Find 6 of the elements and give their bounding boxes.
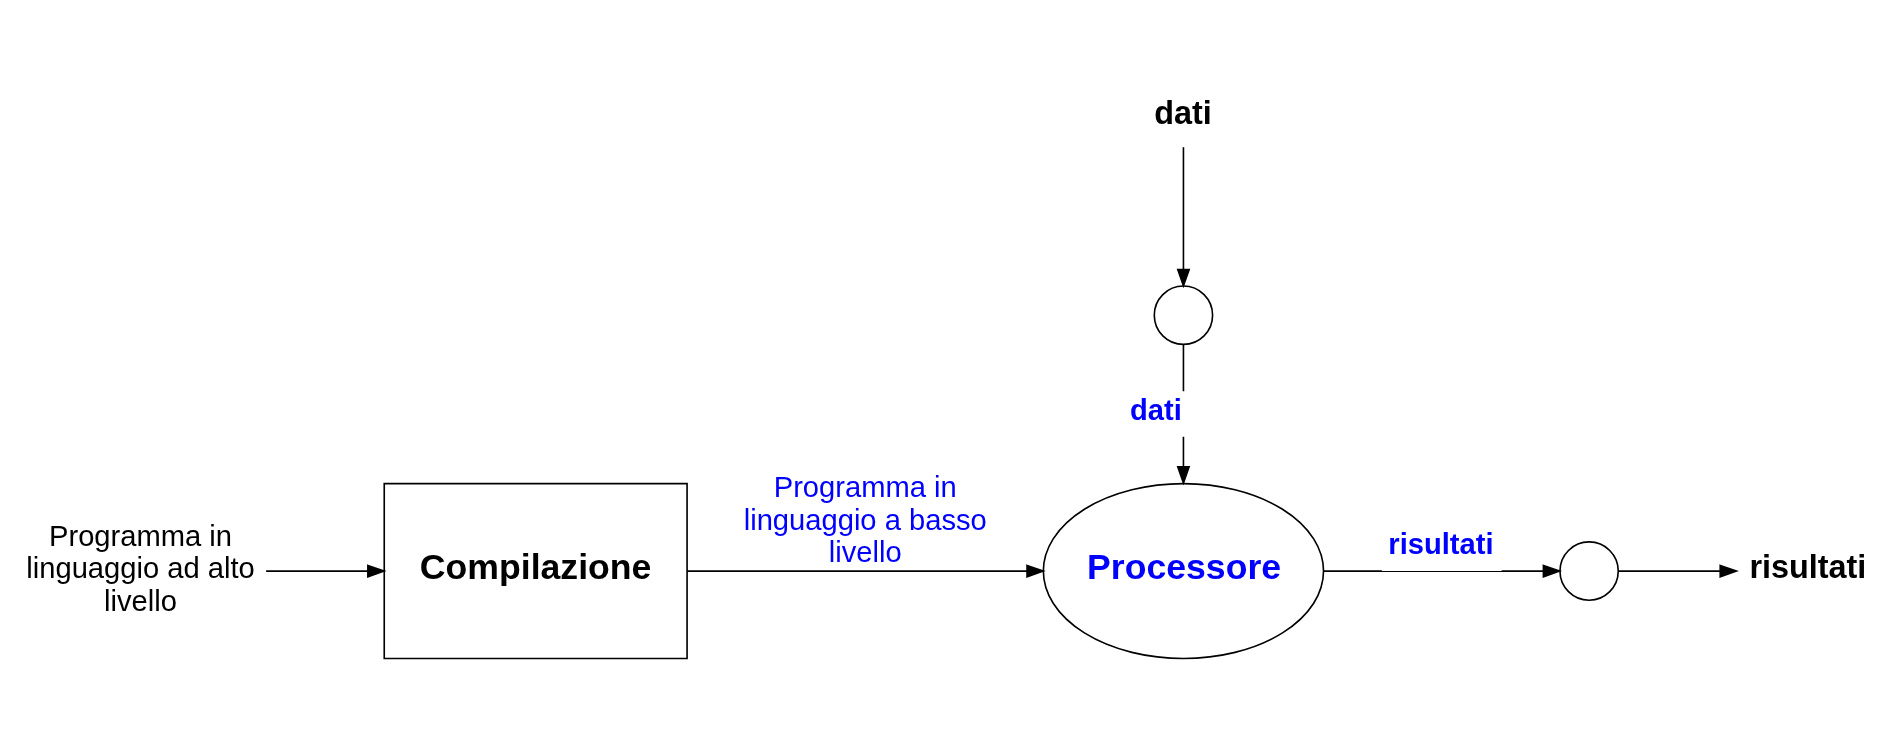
node-text: risultati <box>1749 548 1867 585</box>
node-text: dati <box>1154 95 1212 132</box>
edge-label: Programma in linguaggio a basso livello <box>743 471 987 568</box>
node-text: Programma in linguaggio ad alto livello <box>26 519 255 617</box>
edge-label: dati <box>1130 393 1182 426</box>
edge-label: risultati <box>1388 527 1494 560</box>
